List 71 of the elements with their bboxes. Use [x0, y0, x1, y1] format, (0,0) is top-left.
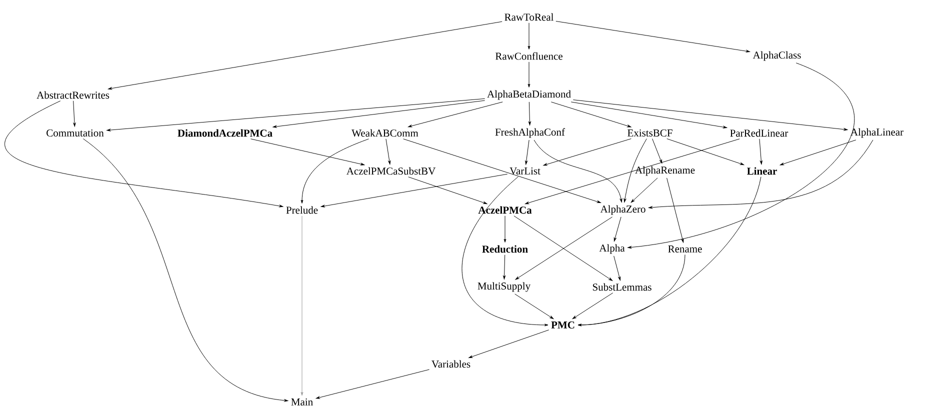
module-label: AlphaLinear — [850, 128, 904, 138]
arrow — [780, 140, 856, 166]
module-label: Commutation — [46, 129, 104, 137]
module-label: FreshAlphaConf — [495, 128, 565, 138]
module-label: Linear — [747, 167, 777, 175]
arrow — [503, 254, 506, 280]
arrow — [628, 62, 854, 249]
arrow — [624, 138, 647, 202]
arrow — [462, 176, 548, 326]
arrow — [250, 138, 365, 166]
module-label: ParRedLinear — [730, 129, 788, 137]
module-label: Alpha — [599, 244, 625, 254]
module-label: AczelPMCa — [478, 206, 532, 214]
arrow — [300, 216, 304, 396]
module-label: AlphaRename — [635, 166, 695, 176]
module-label: DiamondAczelPMCa — [178, 129, 272, 137]
arrow — [528, 22, 530, 50]
module-label: RawConfluence — [495, 52, 562, 60]
arrow — [614, 256, 621, 280]
module-label: Reduction — [482, 245, 528, 253]
arrow — [572, 292, 614, 320]
module-label: Rename — [668, 246, 702, 252]
module-label: Prelude — [286, 206, 318, 214]
arrow — [82, 138, 288, 402]
module-label: AczelPMCaSubstBV — [346, 167, 436, 175]
arrow — [556, 20, 750, 52]
arrow — [534, 140, 622, 202]
arrow — [316, 369, 430, 399]
module-label: PMC — [551, 321, 574, 329]
arrow — [614, 216, 622, 242]
arrow — [403, 138, 601, 203]
arrow — [272, 100, 486, 128]
arrow — [106, 98, 486, 132]
arrow — [108, 21, 502, 90]
arrow — [320, 174, 508, 208]
arrow — [759, 138, 762, 164]
arrow — [408, 102, 503, 128]
module-label: WeakABComm — [352, 129, 418, 137]
module-label: AlphaZero — [600, 205, 646, 215]
arrow — [408, 176, 488, 204]
arrow — [630, 178, 658, 203]
arrow — [4, 100, 284, 208]
arrow — [652, 138, 662, 164]
arrow — [504, 216, 506, 242]
arrow — [648, 140, 874, 209]
arrow — [528, 62, 530, 88]
arrow — [468, 330, 550, 358]
module-label: ExistsBCF — [628, 129, 672, 137]
arrow — [550, 102, 632, 128]
arrow — [525, 138, 740, 204]
module-label: VarList — [510, 167, 540, 175]
arrow — [528, 102, 531, 126]
module-label: SubstLemmas — [592, 283, 652, 291]
module-label: AlphaBetaDiamond — [487, 90, 571, 100]
arrow — [543, 138, 632, 166]
module-label: AbstractRewrites — [36, 91, 110, 99]
arrow — [386, 138, 391, 164]
arrow — [572, 100, 848, 131]
module-label: AlphaClass — [752, 51, 801, 61]
arrow — [300, 138, 369, 204]
module-label: Main — [291, 398, 313, 406]
arrow — [666, 138, 744, 166]
arrow — [525, 140, 530, 165]
module-label: Variables — [432, 360, 470, 368]
arrow — [73, 100, 76, 127]
arrow — [666, 178, 684, 243]
module-label: RawToReal — [504, 13, 554, 21]
arrow — [514, 294, 554, 320]
arrow — [570, 102, 728, 128]
arrow — [578, 254, 686, 326]
module-label: MultiSupply — [478, 282, 530, 292]
